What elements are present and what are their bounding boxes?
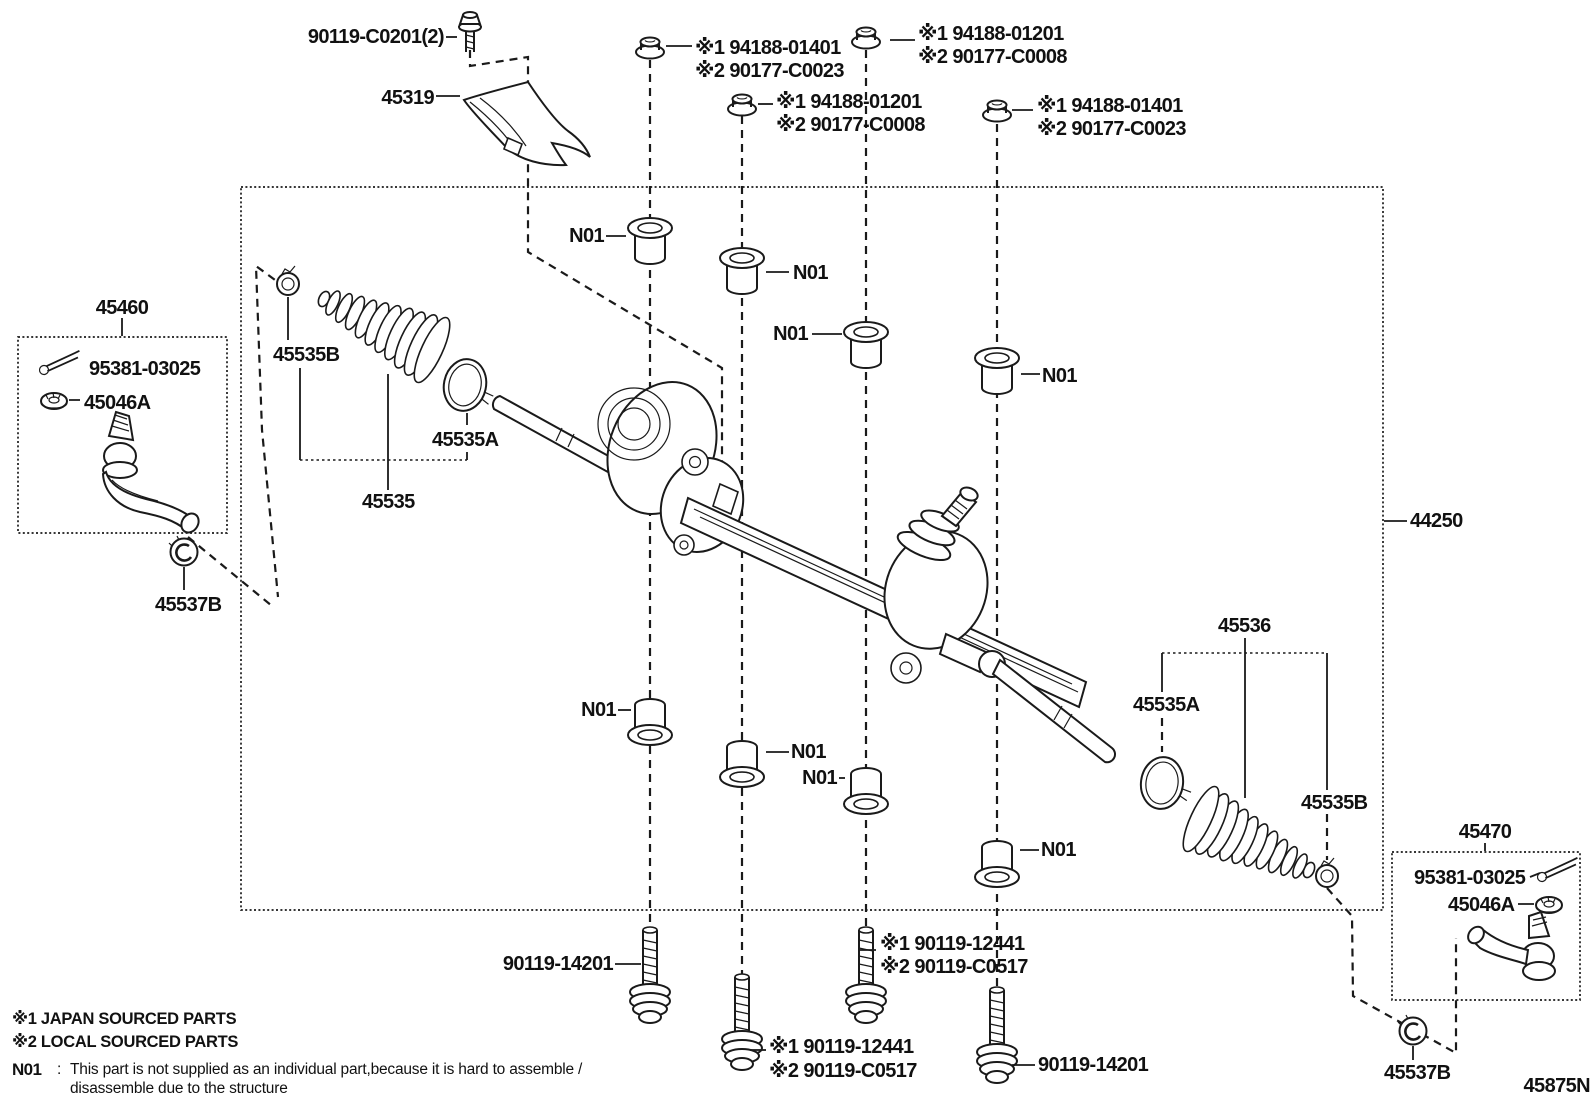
grommet-icon xyxy=(719,247,765,295)
cotter-pin-icon xyxy=(36,349,84,377)
grommet-label-n01: N01 xyxy=(569,225,604,247)
boot-clamp-a-rh-icon xyxy=(1136,753,1197,814)
part-label-45537B-rh: 45537B xyxy=(1384,1062,1451,1084)
grommet-icon xyxy=(627,698,673,746)
part-label-bolt-local: ※2 90119-C0517 xyxy=(769,1060,917,1082)
grommet-label-n01: N01 xyxy=(793,262,828,284)
part-label-nut-jp: ※1 94188-01401 xyxy=(1037,95,1183,117)
part-label-bolt-jp: ※1 90119-12441 xyxy=(880,933,1025,955)
part-label-95381-rh: 95381-03025 xyxy=(1414,867,1526,889)
rack-mount-nut-icon xyxy=(982,99,1012,123)
grommet-icon xyxy=(719,740,765,788)
grommet-label-n01: N01 xyxy=(1041,839,1076,861)
boot-lh-leaders xyxy=(287,297,468,490)
boot-clamp-a-lh-icon xyxy=(438,354,501,418)
part-label-bolt-local: ※2 90119-C0517 xyxy=(880,956,1028,978)
part-label-45046A-rh: 45046A xyxy=(1448,894,1515,916)
part-label-95381-lh: 95381-03025 xyxy=(89,358,201,380)
mount-bolt-icon xyxy=(629,926,671,1024)
castle-nut-icon xyxy=(1535,896,1563,914)
grommet-icon xyxy=(974,840,1020,888)
part-label-45535B-rh: 45535B xyxy=(1301,792,1368,814)
tie-rod-end-rh-icon xyxy=(1463,911,1556,981)
steering-boot-rh-icon xyxy=(1175,781,1318,881)
grommet-icon xyxy=(843,767,889,815)
tie-rod-end-lh-icon xyxy=(102,411,204,537)
legend-n01-note-line1: This part is not supplied as an individu… xyxy=(70,1061,583,1078)
part-label-45046A-lh: 45046A xyxy=(84,392,151,414)
cover-bolt-icon xyxy=(458,11,482,53)
assembly-chain-lines xyxy=(187,50,1458,1055)
part-label-45319: 45319 xyxy=(381,87,434,109)
grommet-label-n01: N01 xyxy=(802,767,837,789)
cotter-pin-icon xyxy=(1534,856,1582,884)
part-label-nut-jp: ※1 94188-01401 xyxy=(695,37,841,59)
lh-box-leaders xyxy=(69,318,185,590)
drawing-code: 45875N xyxy=(1524,1075,1591,1097)
part-label-nut-local: ※2 90177-C0008 xyxy=(918,46,1067,68)
part-label-45535B-lh: 45535B xyxy=(273,344,340,366)
rack-mount-nut-icon xyxy=(727,93,757,117)
grommet-icon xyxy=(843,321,889,369)
part-number-labels: 90119-C0201(2) 45319 ※1 94188-01401 ※2 9… xyxy=(84,23,1526,1084)
part-label-45535: 45535 xyxy=(362,491,415,513)
part-label-45536: 45536 xyxy=(1218,615,1271,637)
part-label-90119-14201: 90119-14201 xyxy=(1038,1054,1149,1076)
part-label-45535A-rh: 45535A xyxy=(1133,694,1200,716)
part-label-90119-14201: 90119-14201 xyxy=(503,953,614,975)
footer-legend: ※1 JAPAN SOURCED PARTS ※2 LOCAL SOURCED … xyxy=(12,1010,1591,1097)
grommet-icon xyxy=(974,347,1020,395)
steering-boot-lh-icon xyxy=(315,288,458,388)
column-hole-cover-drawing xyxy=(462,80,591,167)
part-label-44250: 44250 xyxy=(1410,510,1463,532)
part-label-nut-jp: ※1 94188-01201 xyxy=(918,23,1064,45)
part-label-nut-local: ※2 90177-C0023 xyxy=(1037,118,1186,140)
leader-lines xyxy=(436,36,1407,1066)
part-label-bolt-jp: ※1 90119-12441 xyxy=(769,1036,914,1058)
legend-japan-sourced: ※1 JAPAN SOURCED PARTS xyxy=(12,1010,237,1028)
castle-nut-icon xyxy=(40,392,68,410)
part-label-45535A-lh: 45535A xyxy=(432,429,499,451)
grommet-label-n01: N01 xyxy=(773,323,808,345)
part-label-nut-jp: ※1 94188-01201 xyxy=(776,91,922,113)
rack-mount-nut-icon xyxy=(851,26,881,50)
tie-rod-end-rh-box xyxy=(1391,851,1581,1001)
mount-bolt-icon xyxy=(976,986,1018,1084)
legend-n01-note-line2: disassemble due to the structure xyxy=(70,1080,288,1097)
legend-n01-colon: : xyxy=(57,1061,61,1078)
boot-clamp-b-lh-icon xyxy=(276,265,300,296)
rack-mount-nut-icon xyxy=(635,36,665,60)
part-label-45470: 45470 xyxy=(1459,821,1512,843)
lock-nut-rh-icon xyxy=(1396,1013,1428,1046)
part-label-45460: 45460 xyxy=(96,297,149,319)
grommet-label-n01: N01 xyxy=(791,741,826,763)
steering-gear-assembly-drawing xyxy=(491,381,1116,764)
boot-clamp-b-rh-icon xyxy=(1315,857,1339,888)
grommet-label-n01: N01 xyxy=(1042,365,1077,387)
legend-n01-term: N01 xyxy=(12,1060,42,1079)
boot-rh-dash-leaders xyxy=(1160,718,1329,860)
mount-bolt-icon xyxy=(721,973,763,1071)
grommet-label-n01: N01 xyxy=(581,699,616,721)
part-label-90119-C0201: 90119-C0201(2) xyxy=(308,26,444,48)
part-label-nut-local: ※2 90177-C0008 xyxy=(776,114,925,136)
part-label-45537B-lh: 45537B xyxy=(155,594,222,616)
part-label-nut-local: ※2 90177-C0023 xyxy=(695,60,844,82)
grommet-icon xyxy=(627,217,673,265)
rh-box-leaders xyxy=(1412,843,1541,1060)
boot-rh-leaders xyxy=(1161,638,1328,798)
legend-local-sourced: ※2 LOCAL SOURCED PARTS xyxy=(12,1033,238,1051)
